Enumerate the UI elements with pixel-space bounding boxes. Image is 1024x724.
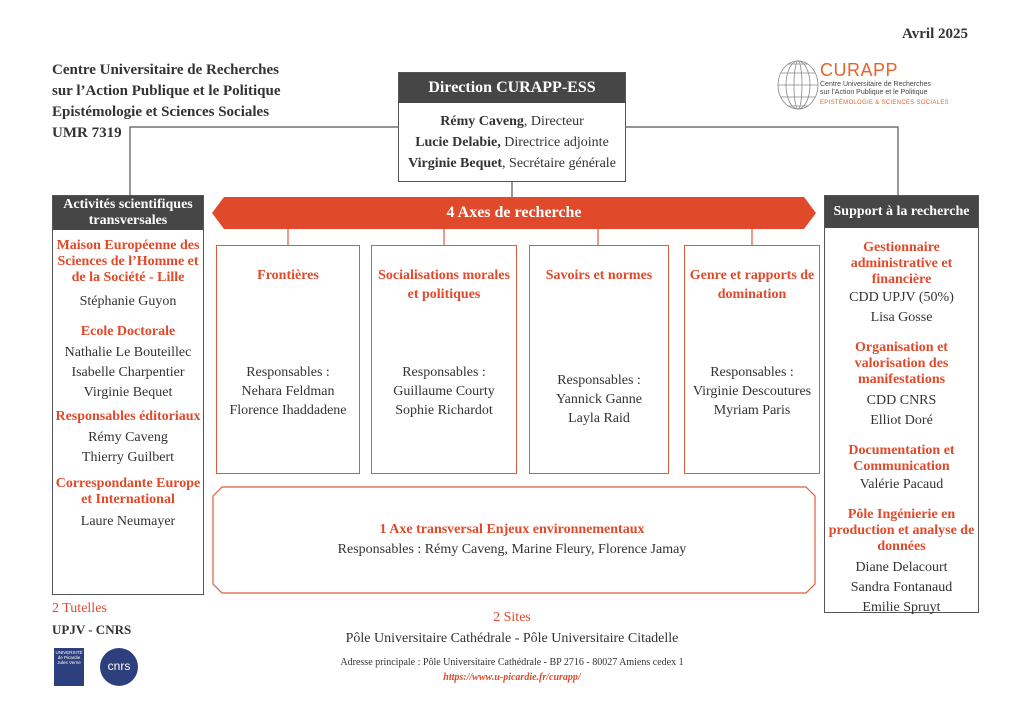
person-name: CDD UPJV (50%) bbox=[849, 290, 954, 305]
section-title: Maison Européenne des Sciences de l’Homm… bbox=[56, 238, 200, 285]
transversal-activities-panel: Activités scientifiques transversales Ma… bbox=[52, 195, 204, 595]
axis-responsables: Responsables : Virginie Descoutures Myri… bbox=[685, 363, 819, 420]
person-name: Nathalie Le Bouteillec bbox=[64, 345, 192, 360]
axis-title: Socialisations morales et politiques bbox=[378, 268, 510, 302]
logo-subtitle-line: sur l’Action Publique et le Politique bbox=[820, 89, 928, 96]
tutelles-title: 2 Tutelles bbox=[52, 601, 107, 616]
axis-responsables: Responsables : Nehara Feldman Florence I… bbox=[217, 363, 359, 420]
axis-responsables: Responsables : Guillaume Courty Sophie R… bbox=[372, 363, 516, 420]
person-name: Sophie Richardot bbox=[395, 403, 493, 418]
person-name: Virginie Descoutures bbox=[692, 384, 812, 399]
axis-box-savoirs: Savoirs et normes Responsables : Yannick… bbox=[529, 245, 669, 474]
person-name: CDD CNRS bbox=[866, 393, 937, 408]
person-name: Guillaume Courty bbox=[393, 384, 495, 399]
person-name: Virginie Bequet bbox=[83, 385, 173, 400]
logo-tagline: EPISTÉMOLOGIE & SCIENCES SOCIALES bbox=[820, 100, 949, 106]
section-title: Gestionnaire administrative et financièr… bbox=[850, 240, 953, 287]
cnrs-logo bbox=[100, 648, 138, 686]
person-name: Nehara Feldman bbox=[241, 384, 335, 399]
section-title: Documentation et Communication bbox=[848, 443, 955, 474]
person-name: Diane Delacourt bbox=[855, 560, 948, 575]
person-name: Isabelle Charpentier bbox=[71, 365, 185, 380]
direction-box: Direction CURAPP-ESS Rémy Caveng, Direct… bbox=[398, 72, 626, 182]
direction-member: Rémy Caveng, Directeur bbox=[440, 114, 584, 129]
lab-name-line: Centre Universitaire de Recherches bbox=[52, 62, 280, 78]
website-link[interactable]: https://www.u-picardie.fr/curapp/ bbox=[443, 672, 581, 683]
sites-names: Pôle Universitaire Cathédrale - Pôle Uni… bbox=[345, 631, 679, 646]
axis-box-socialisations: Socialisations morales et politiques Res… bbox=[371, 245, 517, 474]
axis-responsables: Responsables : Yannick Ganne Layla Raid bbox=[530, 371, 668, 428]
person-name: Yannick Ganne bbox=[555, 392, 643, 407]
section-title: Correspondante Europe et International bbox=[55, 476, 201, 507]
direction-member: Virginie Bequet, Secrétaire générale bbox=[408, 156, 616, 171]
transversal-axis-box bbox=[212, 486, 816, 594]
responsables-label: Responsables : bbox=[710, 365, 794, 380]
axes-banner-title: 4 Axes de recherche bbox=[446, 204, 582, 221]
lab-name-line: UMR 7319 bbox=[52, 125, 122, 141]
wireframe-sphere-icon bbox=[777, 60, 819, 110]
upjv-logo-text: UNIVERSITÉ de Picardie Jules Verne bbox=[55, 650, 83, 665]
transversal-axis-title: 1 Axe transversal Enjeux environnementau… bbox=[379, 522, 645, 537]
person-name: Laure Neumayer bbox=[80, 514, 176, 529]
direction-title: Direction CURAPP-ESS bbox=[399, 73, 625, 103]
responsables-label: Responsables : bbox=[557, 373, 641, 388]
cnrs-logo-text: cnrs bbox=[107, 659, 131, 673]
lab-name-line: Epistémologie et Sciences Sociales bbox=[52, 104, 270, 120]
axis-title: Genre et rapports de domination bbox=[689, 268, 815, 302]
person-name: Sandra Fontanaud bbox=[850, 580, 953, 595]
transversal-axis-responsables: Responsables : Rémy Caveng, Marine Fleur… bbox=[337, 542, 687, 557]
section-title: Pôle Ingénierie en production et analyse… bbox=[828, 507, 975, 554]
logo-subtitle: Centre Universitaire de Recherches sur l… bbox=[820, 81, 931, 97]
axes-banner bbox=[212, 197, 816, 229]
axis-title: Savoirs et normes bbox=[545, 268, 653, 283]
logo-name: CURAPP bbox=[820, 60, 899, 80]
tutelles-names: UPJV - CNRS bbox=[52, 622, 132, 637]
person-name: Thierry Guilbert bbox=[81, 450, 175, 465]
person-name: Elliot Doré bbox=[870, 413, 933, 428]
axis-box-genre: Genre et rapports de domination Responsa… bbox=[684, 245, 820, 474]
person-name: Valérie Pacaud bbox=[859, 477, 944, 492]
person-name: Florence Ihaddadene bbox=[229, 403, 347, 418]
person-name: Emilie Spruyt bbox=[862, 600, 941, 615]
research-support-title: Support à la recherche bbox=[825, 196, 978, 228]
logo-subtitle-line: Centre Universitaire de Recherches bbox=[820, 81, 931, 88]
main-address: Adresse principale : Pôle Universitaire … bbox=[340, 657, 684, 668]
transversal-activities-title: Activités scientifiques transversales bbox=[53, 196, 203, 230]
person-name: Layla Raid bbox=[568, 411, 630, 426]
axis-title: Frontières bbox=[257, 268, 319, 283]
person-name: Myriam Paris bbox=[713, 403, 791, 418]
lab-name: Centre Universitaire de Recherches sur l… bbox=[52, 60, 280, 144]
direction-members: Rémy Caveng, Directeur Lucie Delabie, Di… bbox=[399, 103, 625, 174]
axis-box-frontieres: Frontières Responsables : Nehara Feldman… bbox=[216, 245, 360, 474]
research-support-panel: Support à la recherche Gestionnaire admi… bbox=[824, 195, 979, 615]
responsables-label: Responsables : bbox=[246, 365, 330, 380]
responsables-label: Responsables : bbox=[402, 365, 486, 380]
upjv-logo bbox=[54, 648, 84, 686]
person-name: Rémy Caveng bbox=[88, 430, 168, 445]
section-title: Ecole Doctorale bbox=[80, 324, 176, 339]
person-name: Stéphanie Guyon bbox=[79, 294, 177, 309]
lab-name-line: sur l’Action Publique et le Politique bbox=[52, 83, 281, 99]
sites-title: 2 Sites bbox=[493, 610, 531, 625]
person-name: Lisa Gosse bbox=[870, 310, 933, 325]
section-title: Organisation et valorisation des manifes… bbox=[854, 340, 949, 387]
section-title: Responsables éditoriaux bbox=[55, 409, 201, 424]
date-label: Avril 2025 bbox=[902, 26, 968, 42]
direction-member: Lucie Delabie, Directrice adjointe bbox=[415, 135, 609, 150]
